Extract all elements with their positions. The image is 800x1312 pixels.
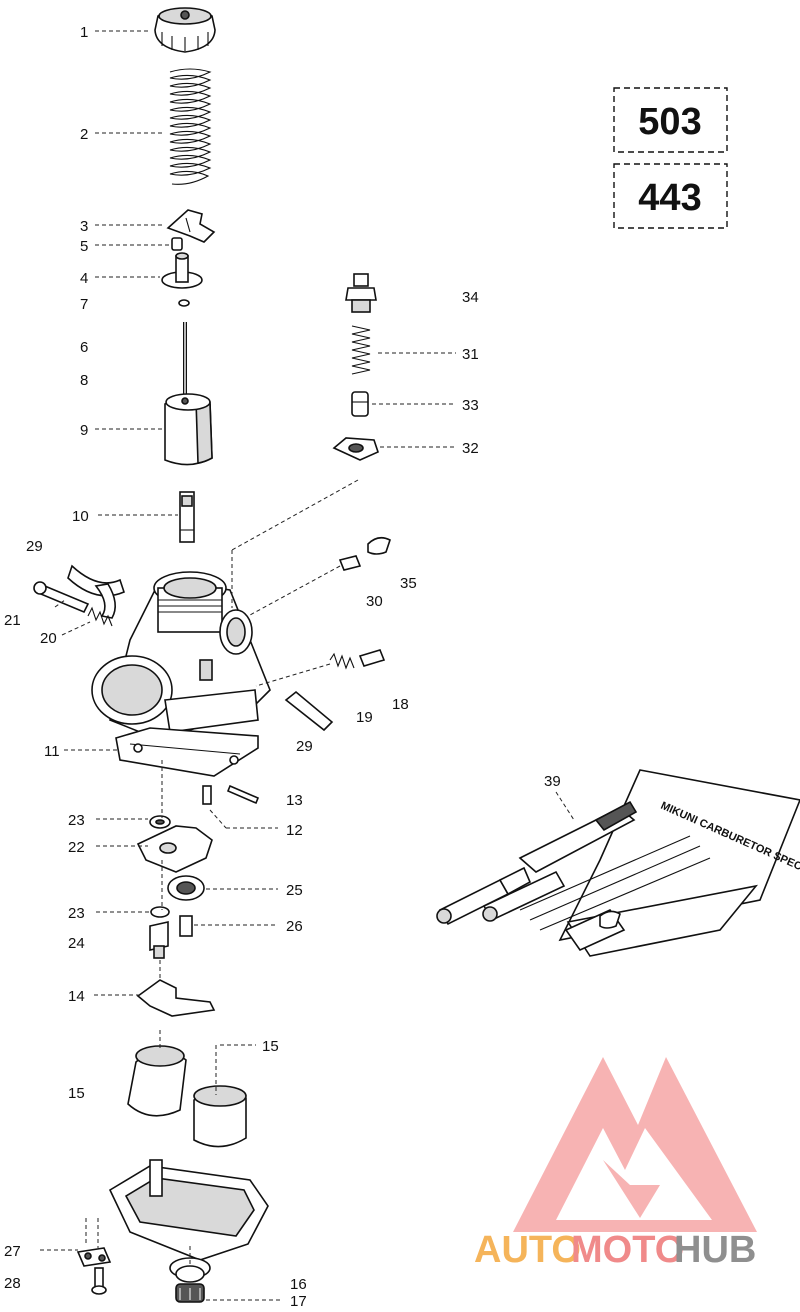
callout-19: 19 [356,709,373,726]
pilot-jet [338,555,362,571]
model-box-443: 443 [613,163,728,229]
watermark-hub: HUB [674,1229,756,1271]
callout-21: 21 [4,612,21,629]
jet-screw [202,785,212,805]
callout-10: 10 [72,508,89,525]
callout-30: 30 [366,593,383,610]
washer-top [149,815,171,829]
carburetor-cap [154,7,216,53]
watermark-logo [513,1057,757,1232]
model-box-503: 503 [613,87,728,153]
watermark-auto: AUTO [474,1229,581,1271]
plug-cap [367,536,391,555]
callout-27: 27 [4,1243,21,1260]
callout-2: 2 [80,126,88,143]
callout-17: 17 [290,1293,307,1310]
float-bowl [108,1159,269,1279]
callout-32: 32 [462,440,479,457]
callout-33: 33 [462,397,479,414]
main-jet-holder-ring [167,875,205,901]
float-right [193,1085,247,1148]
starter-spring [351,325,371,375]
bowl-clamp [76,1247,112,1267]
carburetor-body [91,571,271,777]
callout-12: 12 [286,822,303,839]
air-screw [358,649,386,667]
washer-lower [150,906,170,918]
callout-6: 6 [80,339,88,356]
callout-4: 4 [80,270,88,287]
starter-gasket [332,437,379,461]
svg-text:443: 443 [638,177,701,219]
callout-28: 28 [4,1275,21,1292]
callout-20: 20 [40,630,57,647]
callout-31: 31 [462,346,479,363]
main-jet [179,915,193,937]
air-screw-spring [329,652,355,670]
callout-26: 26 [286,918,303,935]
e-clip [178,299,190,307]
callout-23-top: 23 [68,812,85,829]
callout-35: 35 [400,575,417,592]
float-left [127,1045,187,1117]
starter-fitting [345,273,377,313]
bowl-screw [91,1267,107,1295]
callout-39: 39 [544,773,561,790]
bolt [226,784,260,805]
callout-25: 25 [286,882,303,899]
baffle-plate [136,825,213,873]
callout-24: 24 [68,935,85,952]
callout-1: 1 [80,24,88,41]
callout-22: 22 [68,839,85,856]
callout-7: 7 [80,296,88,313]
idle-screw-spring [87,606,113,627]
callout-23-bottom: 23 [68,905,85,922]
callout-9: 9 [80,422,88,439]
callout-34: 34 [462,289,479,306]
vent-tube [284,690,334,732]
tool-kit: MIKUNI CARBURETOR SPECIAL TOOLS [436,769,800,957]
watermark-moto: MOTO [571,1229,684,1271]
callout-14: 14 [68,988,85,1005]
callout-5: 5 [80,238,88,255]
cable-adjuster-tube [67,564,125,619]
watermark-wordmark: AUTO MOTO HUB [474,1229,756,1271]
needle-holder [161,252,203,289]
throttle-spring [169,68,212,185]
starter-plunger [351,391,369,417]
callout-16: 16 [290,1276,307,1293]
svg-text:503: 503 [638,101,701,143]
drain-o-ring [175,1265,205,1283]
drain-plug [175,1283,205,1303]
throttle-valve [164,393,213,466]
callout-15-left: 15 [68,1085,85,1102]
leader-lines [40,30,575,1301]
callout-labels: 1 2 3 5 4 7 6 8 9 10 34 31 33 32 29 35 3… [4,24,561,1310]
needle-jet [179,491,195,543]
needle-clip [171,237,183,251]
callout-29-bottom: 29 [296,738,313,755]
callout-3: 3 [80,218,88,235]
callout-15-right: 15 [262,1038,279,1055]
callout-18: 18 [392,696,409,713]
callout-8: 8 [80,372,88,389]
callout-11: 11 [44,743,60,760]
needle-valve [149,921,169,959]
callout-29-top: 29 [26,538,43,555]
callout-13: 13 [286,792,303,809]
idle-screw [33,581,90,614]
float-arm [136,979,216,1017]
needle-retainer-plate [166,209,216,243]
